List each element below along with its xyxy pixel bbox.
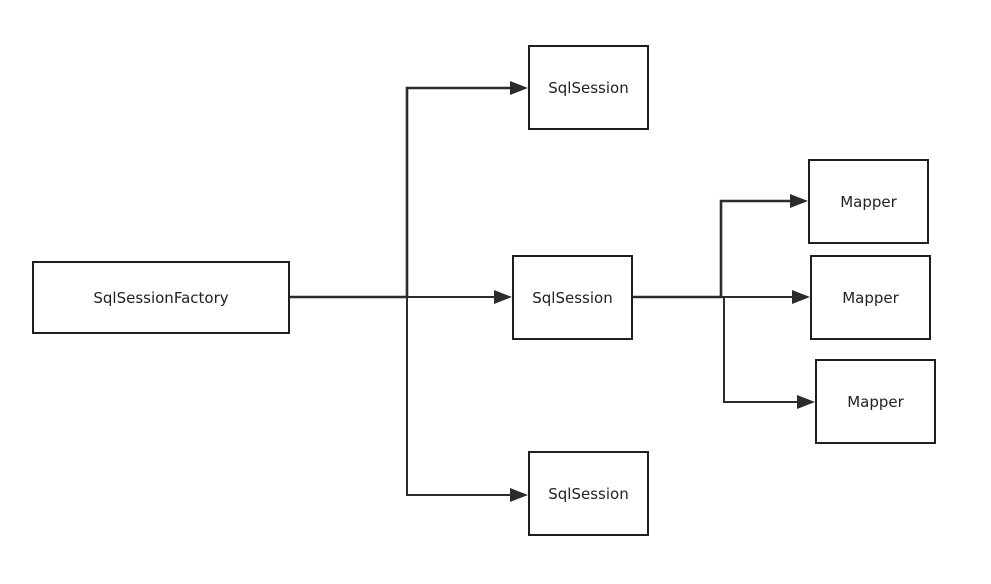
edges-session-to-mappers — [633, 194, 815, 409]
arrowhead-mapper-middle — [792, 290, 810, 304]
node-label: SqlSession — [532, 289, 612, 307]
node-label: Mapper — [847, 393, 904, 411]
node-label: Mapper — [842, 289, 899, 307]
arrowhead-session-top — [510, 81, 528, 95]
node-sql-session-factory[interactable]: SqlSessionFactory — [32, 261, 290, 334]
arrowhead-session-middle — [494, 290, 512, 304]
edge-factory-to-session-bottom — [406, 297, 512, 496]
arrowhead-mapper-bottom — [797, 395, 815, 409]
edge-session-to-mapper-bottom — [723, 297, 799, 403]
node-label: SqlSession — [548, 79, 628, 97]
node-mapper-bottom[interactable]: Mapper — [815, 359, 936, 444]
arrowhead-mapper-top — [790, 194, 808, 208]
node-mapper-middle[interactable]: Mapper — [810, 255, 931, 340]
node-sql-session-bottom[interactable]: SqlSession — [528, 451, 649, 536]
arrowhead-session-bottom — [510, 488, 528, 502]
edge-session-to-mapper-top — [633, 199, 792, 299]
node-label: SqlSessionFactory — [93, 289, 228, 307]
node-mapper-top[interactable]: Mapper — [808, 159, 929, 244]
edge-factory-to-session-top — [289, 86, 512, 299]
node-label: SqlSession — [548, 485, 628, 503]
node-sql-session-top[interactable]: SqlSession — [528, 45, 649, 130]
edges-factory-to-sessions — [289, 81, 528, 502]
node-sql-session-middle[interactable]: SqlSession — [512, 255, 633, 340]
node-label: Mapper — [840, 193, 897, 211]
